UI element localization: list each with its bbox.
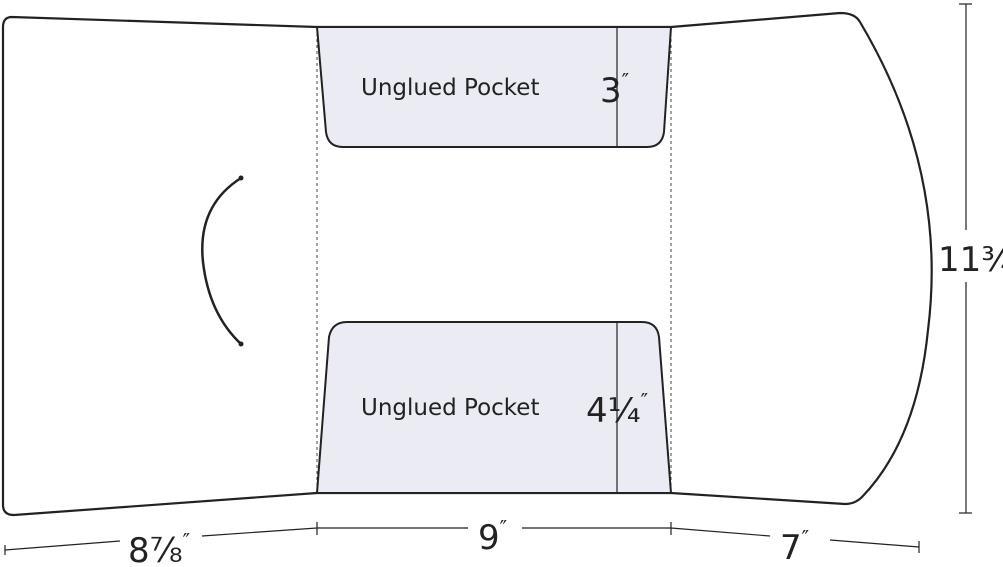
right-panel-width: 7″ xyxy=(780,526,809,567)
card-slit-bottom-end xyxy=(238,341,244,347)
left-width-line-a xyxy=(4,540,121,551)
card-slit-top-end xyxy=(238,175,244,181)
right-width-line-b xyxy=(829,539,920,548)
top-pocket xyxy=(315,26,673,148)
right-width-line-a xyxy=(670,527,771,537)
left-width-line-b xyxy=(201,527,318,537)
bottom-pocket xyxy=(315,321,673,494)
top-pocket-label: Unglued Pocket xyxy=(361,75,539,101)
bottom-pocket-label: Unglued Pocket xyxy=(361,395,539,421)
card-slit xyxy=(201,176,243,346)
center-panel-width: 9″ xyxy=(478,516,507,558)
bottom-pocket-depth: 4¼″ xyxy=(586,389,648,431)
top-pocket-depth: 3″ xyxy=(600,69,629,111)
folder-height: 11¾″ xyxy=(938,238,1003,280)
left-panel-width: 8⅞″ xyxy=(128,529,190,567)
folder-outline xyxy=(1,11,933,517)
